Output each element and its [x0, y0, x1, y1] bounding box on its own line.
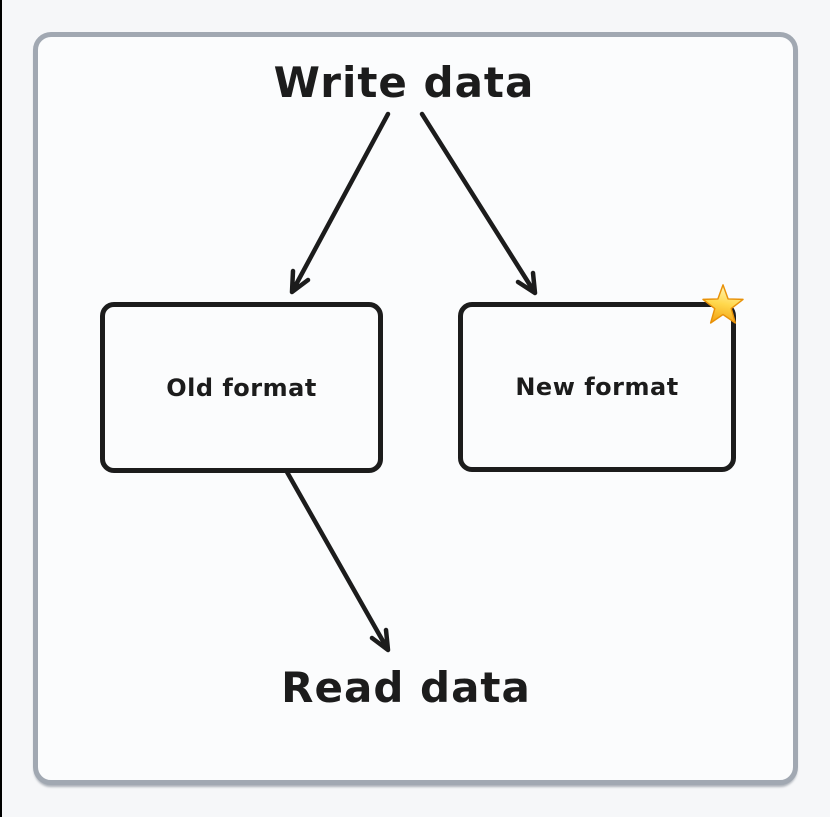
node-new-format-label: New format	[515, 373, 679, 401]
node-new-format: New format	[458, 302, 736, 472]
left-edge-line	[0, 0, 2, 817]
diagram-panel	[33, 32, 798, 785]
node-old-format: Old format	[100, 302, 383, 473]
star-icon	[702, 284, 744, 324]
diagram-title: Write data	[273, 58, 535, 107]
node-old-format-label: Old format	[166, 373, 317, 402]
diagram-footer: Read data	[281, 663, 531, 712]
